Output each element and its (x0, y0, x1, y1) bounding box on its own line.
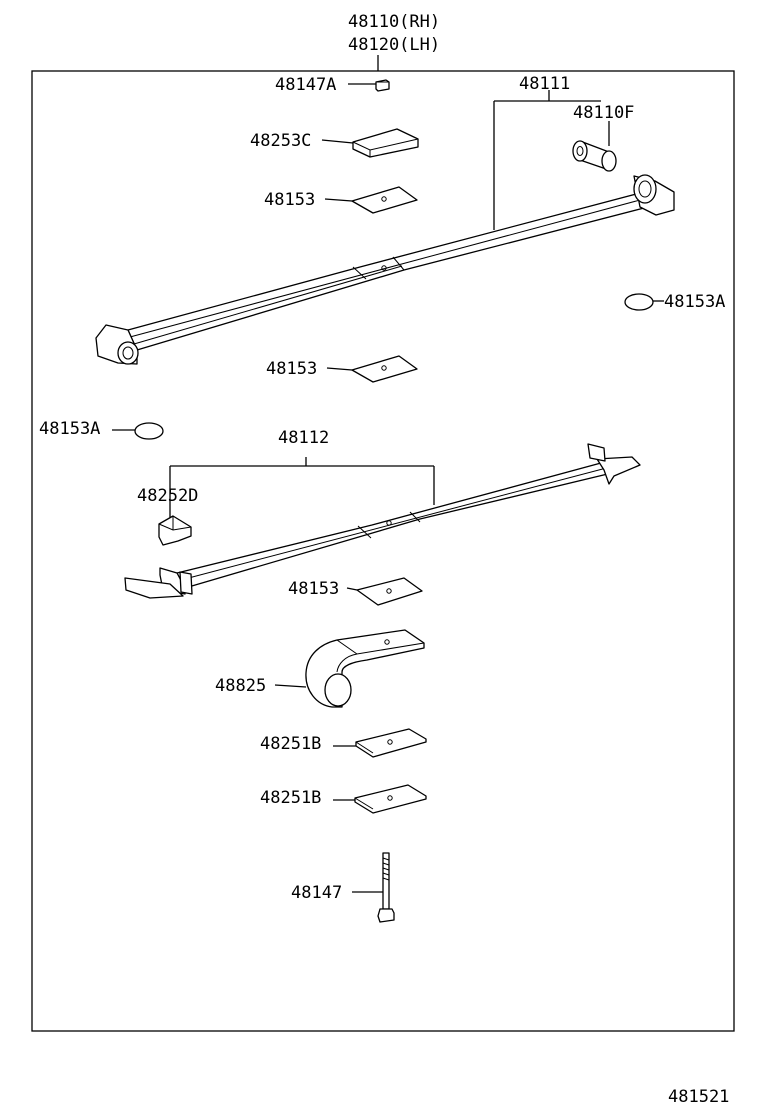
leader-48825 (274, 684, 307, 688)
leader-48111 (493, 90, 601, 230)
bracket-48825[interactable] (305, 629, 425, 708)
leader-48253C (321, 139, 354, 144)
plate-48251B-lower[interactable] (354, 784, 427, 814)
label-48251B-lower: 48251B (260, 788, 321, 808)
figure-number: 481521 (668, 1087, 729, 1107)
label-48153A-right: 48153A (664, 292, 725, 312)
label-assembly-lh: 48120(LH) (348, 35, 440, 55)
plate-48253C[interactable] (352, 128, 419, 158)
leaf-spring-48112[interactable] (124, 443, 641, 599)
label-48110F: 48110F (573, 103, 634, 123)
leader-48112 (169, 457, 435, 522)
label-48153A-left: 48153A (39, 419, 100, 439)
leaf-spring-48111[interactable] (95, 174, 675, 365)
bolt-48147[interactable] (377, 852, 395, 923)
label-48252D: 48252D (137, 486, 198, 506)
cap-48153A-left[interactable] (134, 422, 164, 440)
leader-48153-middle (326, 367, 353, 371)
insulator-48153-top[interactable] (351, 186, 418, 214)
insulator-48153-lower[interactable] (356, 577, 423, 606)
cap-48153A-right[interactable] (624, 293, 654, 311)
label-48153-top: 48153 (264, 190, 315, 210)
diagram-frame (31, 70, 735, 1032)
label-48147A: 48147A (275, 75, 336, 95)
clip-48252D[interactable] (158, 515, 192, 546)
label-assembly-rh: 48110(RH) (348, 12, 440, 32)
label-48153-middle: 48153 (266, 359, 317, 379)
plate-48251B-upper[interactable] (355, 728, 427, 758)
label-48253C: 48253C (250, 131, 311, 151)
label-48825: 48825 (215, 676, 266, 696)
label-48111: 48111 (519, 74, 570, 94)
nut-48147A[interactable] (375, 79, 390, 92)
label-48112: 48112 (278, 428, 329, 448)
bushing-48110F[interactable] (572, 140, 617, 172)
insulator-48153-middle[interactable] (351, 355, 418, 383)
leader-48153-top (324, 198, 353, 202)
leader-48153-lower (346, 587, 358, 591)
label-48251B-upper: 48251B (260, 734, 321, 754)
label-48153-lower: 48153 (288, 579, 339, 599)
label-48147: 48147 (291, 883, 342, 903)
